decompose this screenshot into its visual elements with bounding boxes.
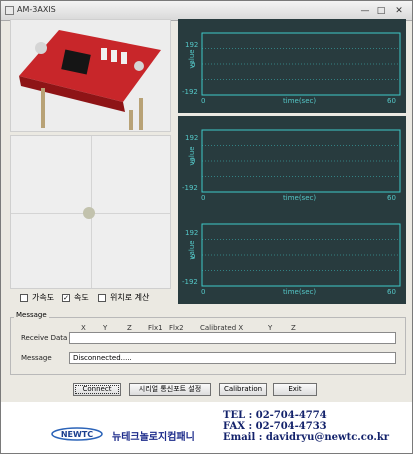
chart-z-ytick-top: 192 (185, 229, 199, 237)
chart-x (178, 19, 406, 113)
message-field[interactable]: Disconnected..... (69, 352, 396, 364)
chart-y (178, 116, 406, 210)
accel-label: 가속도 (32, 293, 55, 302)
option-velocity[interactable]: ✓ 속도 (62, 292, 89, 303)
company-name: 뉴테크놀로지컴패니 (112, 432, 195, 443)
col-flx2: Flx2 (169, 324, 184, 332)
chart-z-ytick-mid: 0 (191, 253, 196, 261)
footer-banner (1, 402, 412, 453)
position-checkbox[interactable] (98, 293, 106, 302)
chart-x-ytick-mid: 0 (191, 61, 196, 69)
minimize-icon[interactable]: — (360, 6, 370, 16)
position-label: 위치로 계산 (110, 293, 150, 302)
contact-fax: FAX : 02-704-4733 (223, 421, 327, 432)
sensor-board-image (19, 30, 161, 130)
chart-x-ytick-bottom: -192 (182, 88, 198, 96)
chart-x-plot (201, 32, 401, 96)
chart-x-xtick-end: 60 (387, 97, 396, 105)
message-label: Message (21, 354, 52, 362)
chart-z-xtick-end: 60 (387, 288, 396, 296)
message-group (10, 317, 406, 375)
position-marker (83, 207, 95, 219)
chart-z-xtick-start: 0 (201, 288, 206, 296)
accel-checkbox[interactable] (20, 293, 28, 302)
receive-data-label: Receive Data (21, 334, 68, 342)
col-y: Y (103, 324, 108, 332)
app-icon (5, 6, 14, 15)
chart-y-xtick-end: 60 (387, 194, 396, 202)
window-title: AM-3AXIS (17, 5, 56, 14)
col-z: Z (127, 324, 132, 332)
chart-z-plot (201, 223, 401, 287)
exit-button[interactable]: Exit (273, 383, 317, 396)
chart-x-ytick-top: 192 (185, 41, 199, 49)
chart-z-ytick-bottom: -192 (182, 278, 198, 286)
calibration-button[interactable]: Calibration (219, 383, 267, 396)
newtc-logo: NEWTC (51, 427, 103, 441)
chart-z (178, 210, 406, 304)
chart-y-ytick-bottom: -192 (182, 184, 198, 192)
title-bar[interactable]: AM-3AXIS — □ ✕ (1, 1, 412, 21)
contact-tel: TEL : 02-704-4774 (223, 410, 327, 421)
close-icon[interactable]: ✕ (395, 6, 403, 16)
velocity-label: 속도 (74, 293, 89, 302)
contact-email: Email : davidryu@newtc.co.kr (223, 432, 390, 443)
velocity-checkbox[interactable]: ✓ (62, 293, 70, 302)
svg-text:NEWTC: NEWTC (61, 430, 93, 439)
connect-button[interactable]: Connect (73, 383, 121, 396)
message-group-title: Message (14, 311, 49, 319)
option-accel[interactable]: 가속도 (20, 292, 54, 303)
col-calibrated-y: Y (268, 324, 273, 332)
chart-z-xlabel: time(sec) (283, 288, 317, 296)
col-calibrated-x: Calibrated X (200, 324, 244, 332)
chart-y-xlabel: time(sec) (283, 194, 317, 202)
chart-y-xtick-start: 0 (201, 194, 206, 202)
chart-y-ytick-top: 192 (185, 134, 199, 142)
chart-x-xlabel: time(sec) (283, 97, 317, 105)
col-flx1: Flx1 (148, 324, 163, 332)
col-calibrated-z: Z (291, 324, 296, 332)
chart-x-xtick-start: 0 (201, 97, 206, 105)
maximize-icon[interactable]: □ (376, 6, 386, 16)
receive-data-field[interactable] (69, 332, 396, 344)
chart-y-plot (201, 129, 401, 193)
sensor-photo (10, 19, 171, 132)
serial-port-settings-button[interactable]: 시리얼 통신포트 설정 (129, 383, 211, 396)
option-position[interactable]: 위치로 계산 (98, 292, 149, 303)
col-x: X (81, 324, 86, 332)
chart-y-ytick-mid: 0 (191, 157, 196, 165)
